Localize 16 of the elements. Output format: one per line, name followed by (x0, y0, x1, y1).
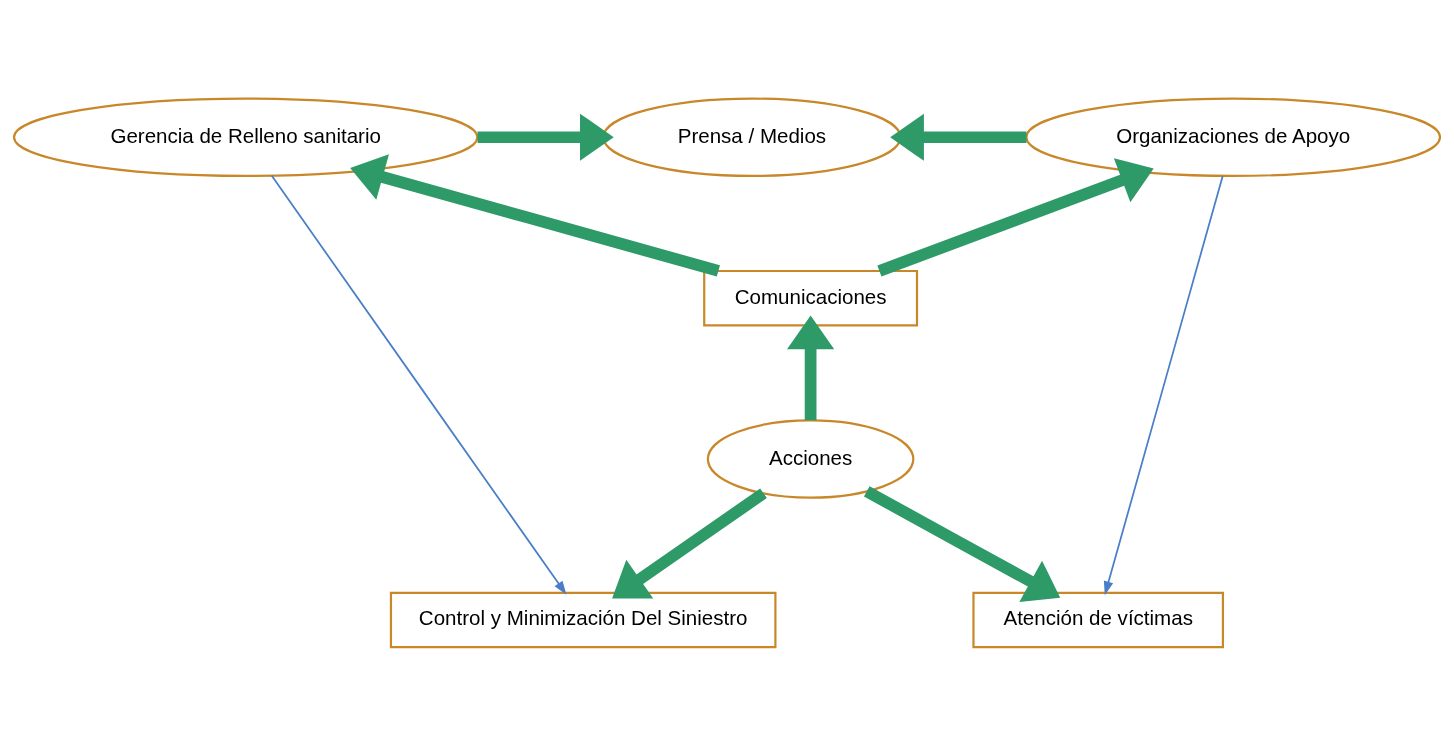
node-ellipse: Acciones (706, 419, 915, 499)
node-box: Comunicaciones (703, 269, 919, 327)
node-ellipse: Gerencia de Relleno sanitario (12, 97, 479, 177)
arrow (877, 158, 1154, 277)
node-box: Control y Minimización Del Siniestro (389, 591, 777, 649)
node-box: Atención de víctimas (972, 591, 1224, 649)
node-ellipse: Prensa / Medios (602, 97, 902, 177)
arrow (890, 113, 1027, 161)
arrow (863, 486, 1061, 603)
node-ellipse: Organizaciones de Apoyo (1025, 97, 1442, 177)
arrow (612, 488, 767, 599)
arrow (270, 174, 567, 595)
arrow (477, 113, 614, 161)
arrow (350, 154, 720, 277)
arrow (787, 315, 835, 421)
arrow (1103, 175, 1224, 596)
